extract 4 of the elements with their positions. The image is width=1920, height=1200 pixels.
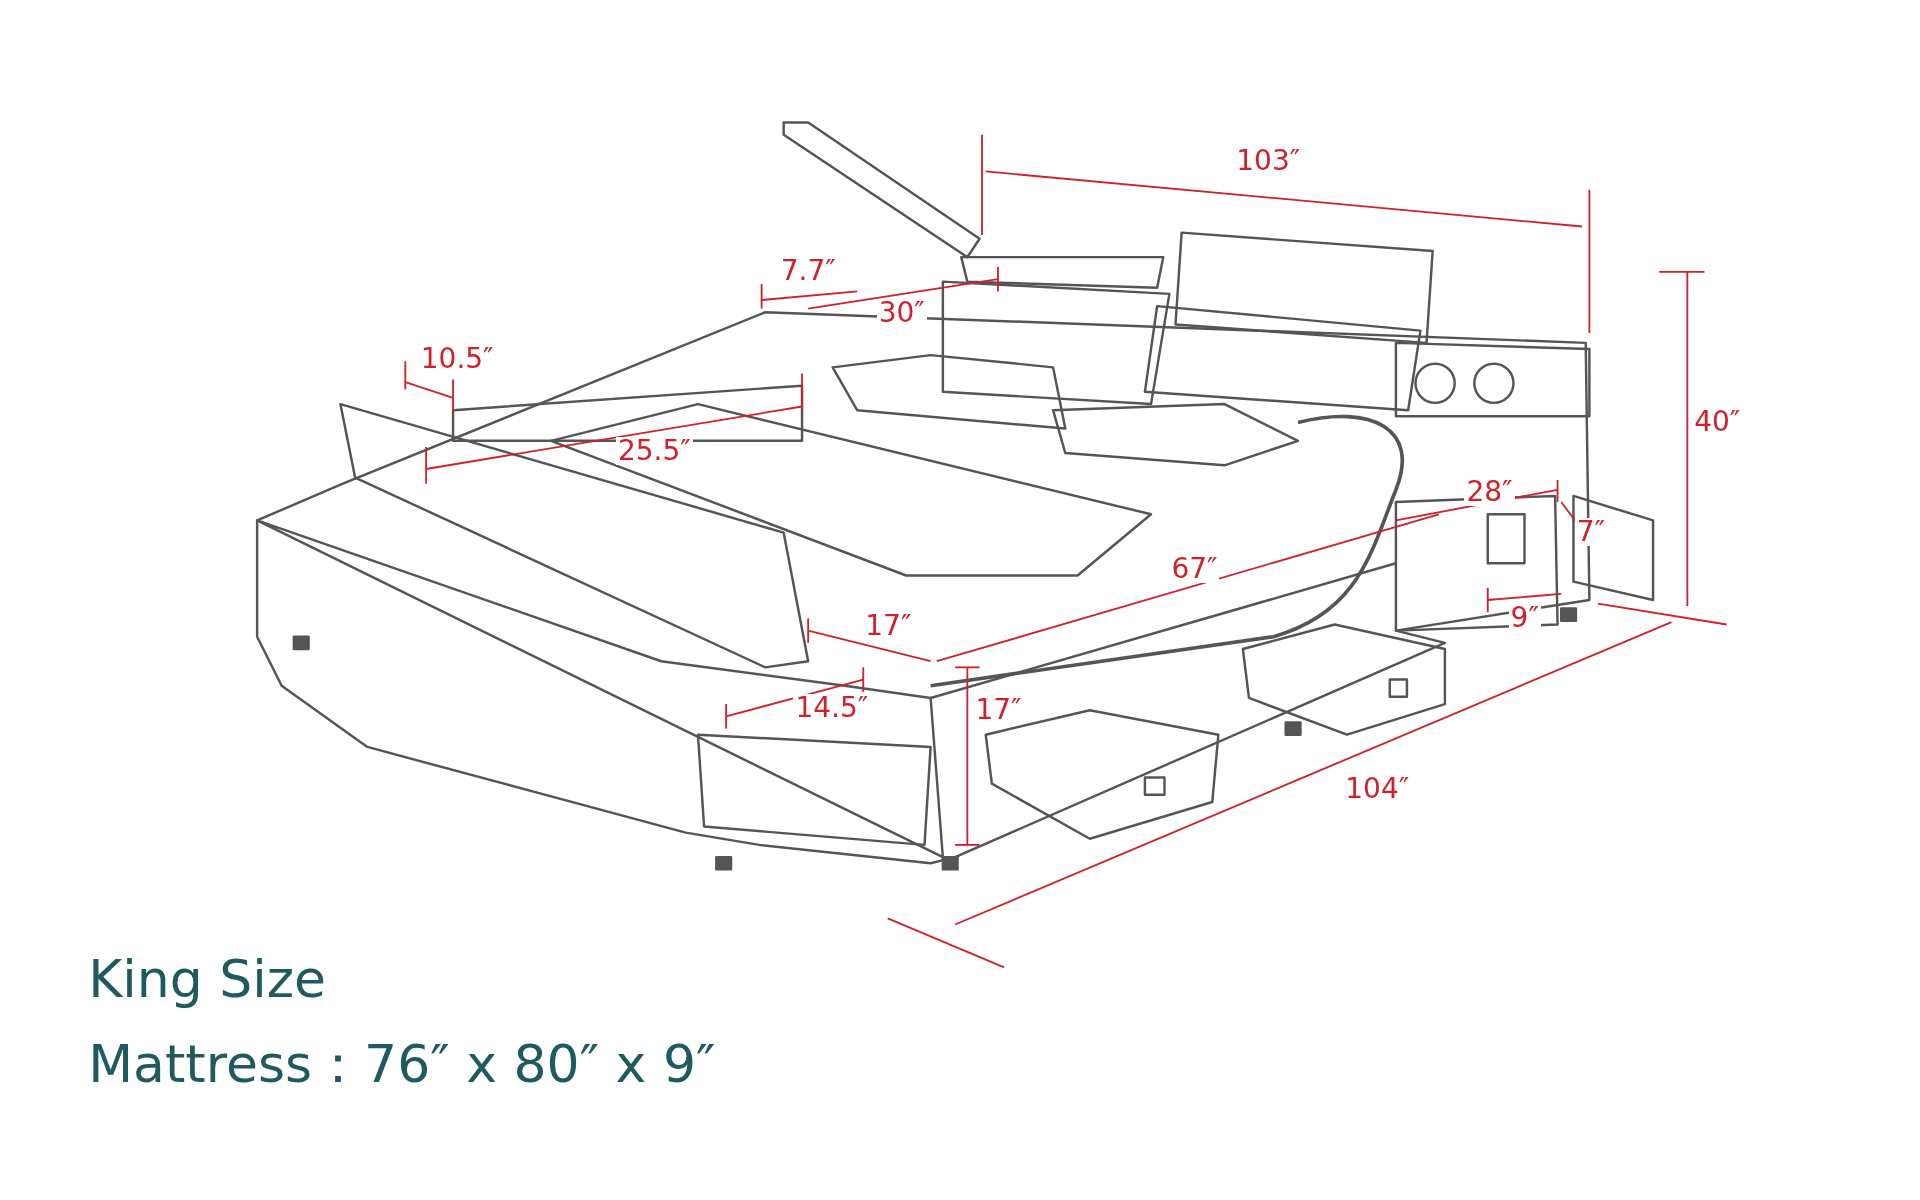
dimension-label: 7″ bbox=[1574, 517, 1607, 546]
dimension-label: 25.5″ bbox=[615, 437, 693, 466]
caption: Mattress：76″ x 80″ x 9″ bbox=[88, 1038, 716, 1091]
dimension-label: 28″ bbox=[1464, 477, 1515, 506]
